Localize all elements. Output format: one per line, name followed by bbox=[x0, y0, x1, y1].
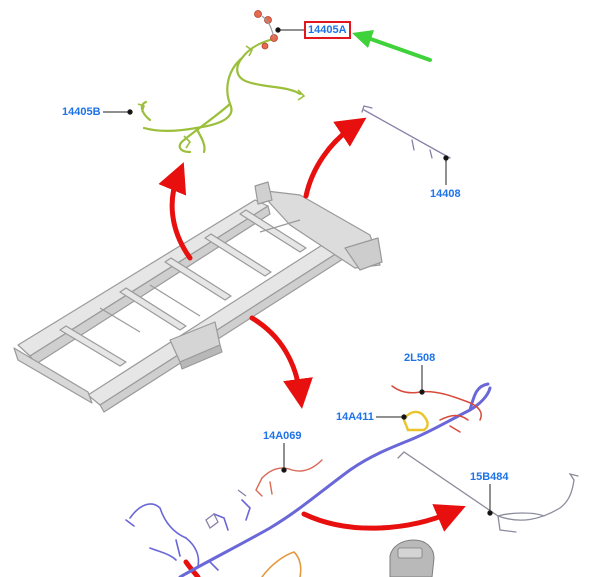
harness-14A411 bbox=[402, 410, 429, 432]
harness-15B484 bbox=[397, 451, 579, 533]
harness-14405-top-lead bbox=[261, 15, 275, 39]
harness-14A069 bbox=[255, 459, 323, 497]
harness-14405-clips bbox=[137, 45, 306, 149]
harness-14408 bbox=[361, 105, 451, 163]
harness-orange-bottom bbox=[261, 551, 302, 577]
arrow-to-chassis-harness bbox=[249, 315, 313, 409]
vehicle-frame bbox=[13, 181, 383, 413]
callout-14A069[interactable]: 14A069 bbox=[263, 430, 302, 442]
harness-chassis bbox=[178, 382, 492, 577]
callout-15B484[interactable]: 15B484 bbox=[470, 471, 509, 483]
callout-14405B[interactable]: 14405B bbox=[62, 106, 101, 118]
callout-2L508[interactable]: 2L508 bbox=[404, 352, 436, 364]
leader-lines bbox=[103, 27, 493, 516]
harness-14405 bbox=[140, 38, 302, 154]
actuator-component bbox=[389, 539, 435, 577]
harness-chassis-small-purple bbox=[205, 489, 247, 529]
callout-14405A[interactable]: 14405A bbox=[304, 21, 351, 39]
harness-chassis-branches bbox=[125, 499, 251, 571]
harness-2L508 bbox=[391, 385, 482, 433]
callout-14A411[interactable]: 14A411 bbox=[336, 411, 374, 423]
arrow-to-harness-15B484 bbox=[301, 504, 466, 532]
callout-14408[interactable]: 14408 bbox=[430, 188, 461, 200]
harness-14405-connectors bbox=[254, 10, 278, 50]
arrow-to-harness-14408 bbox=[303, 117, 367, 199]
arrow-to-harness-14405 bbox=[158, 162, 193, 261]
pointer-arrow-icon bbox=[352, 30, 432, 62]
